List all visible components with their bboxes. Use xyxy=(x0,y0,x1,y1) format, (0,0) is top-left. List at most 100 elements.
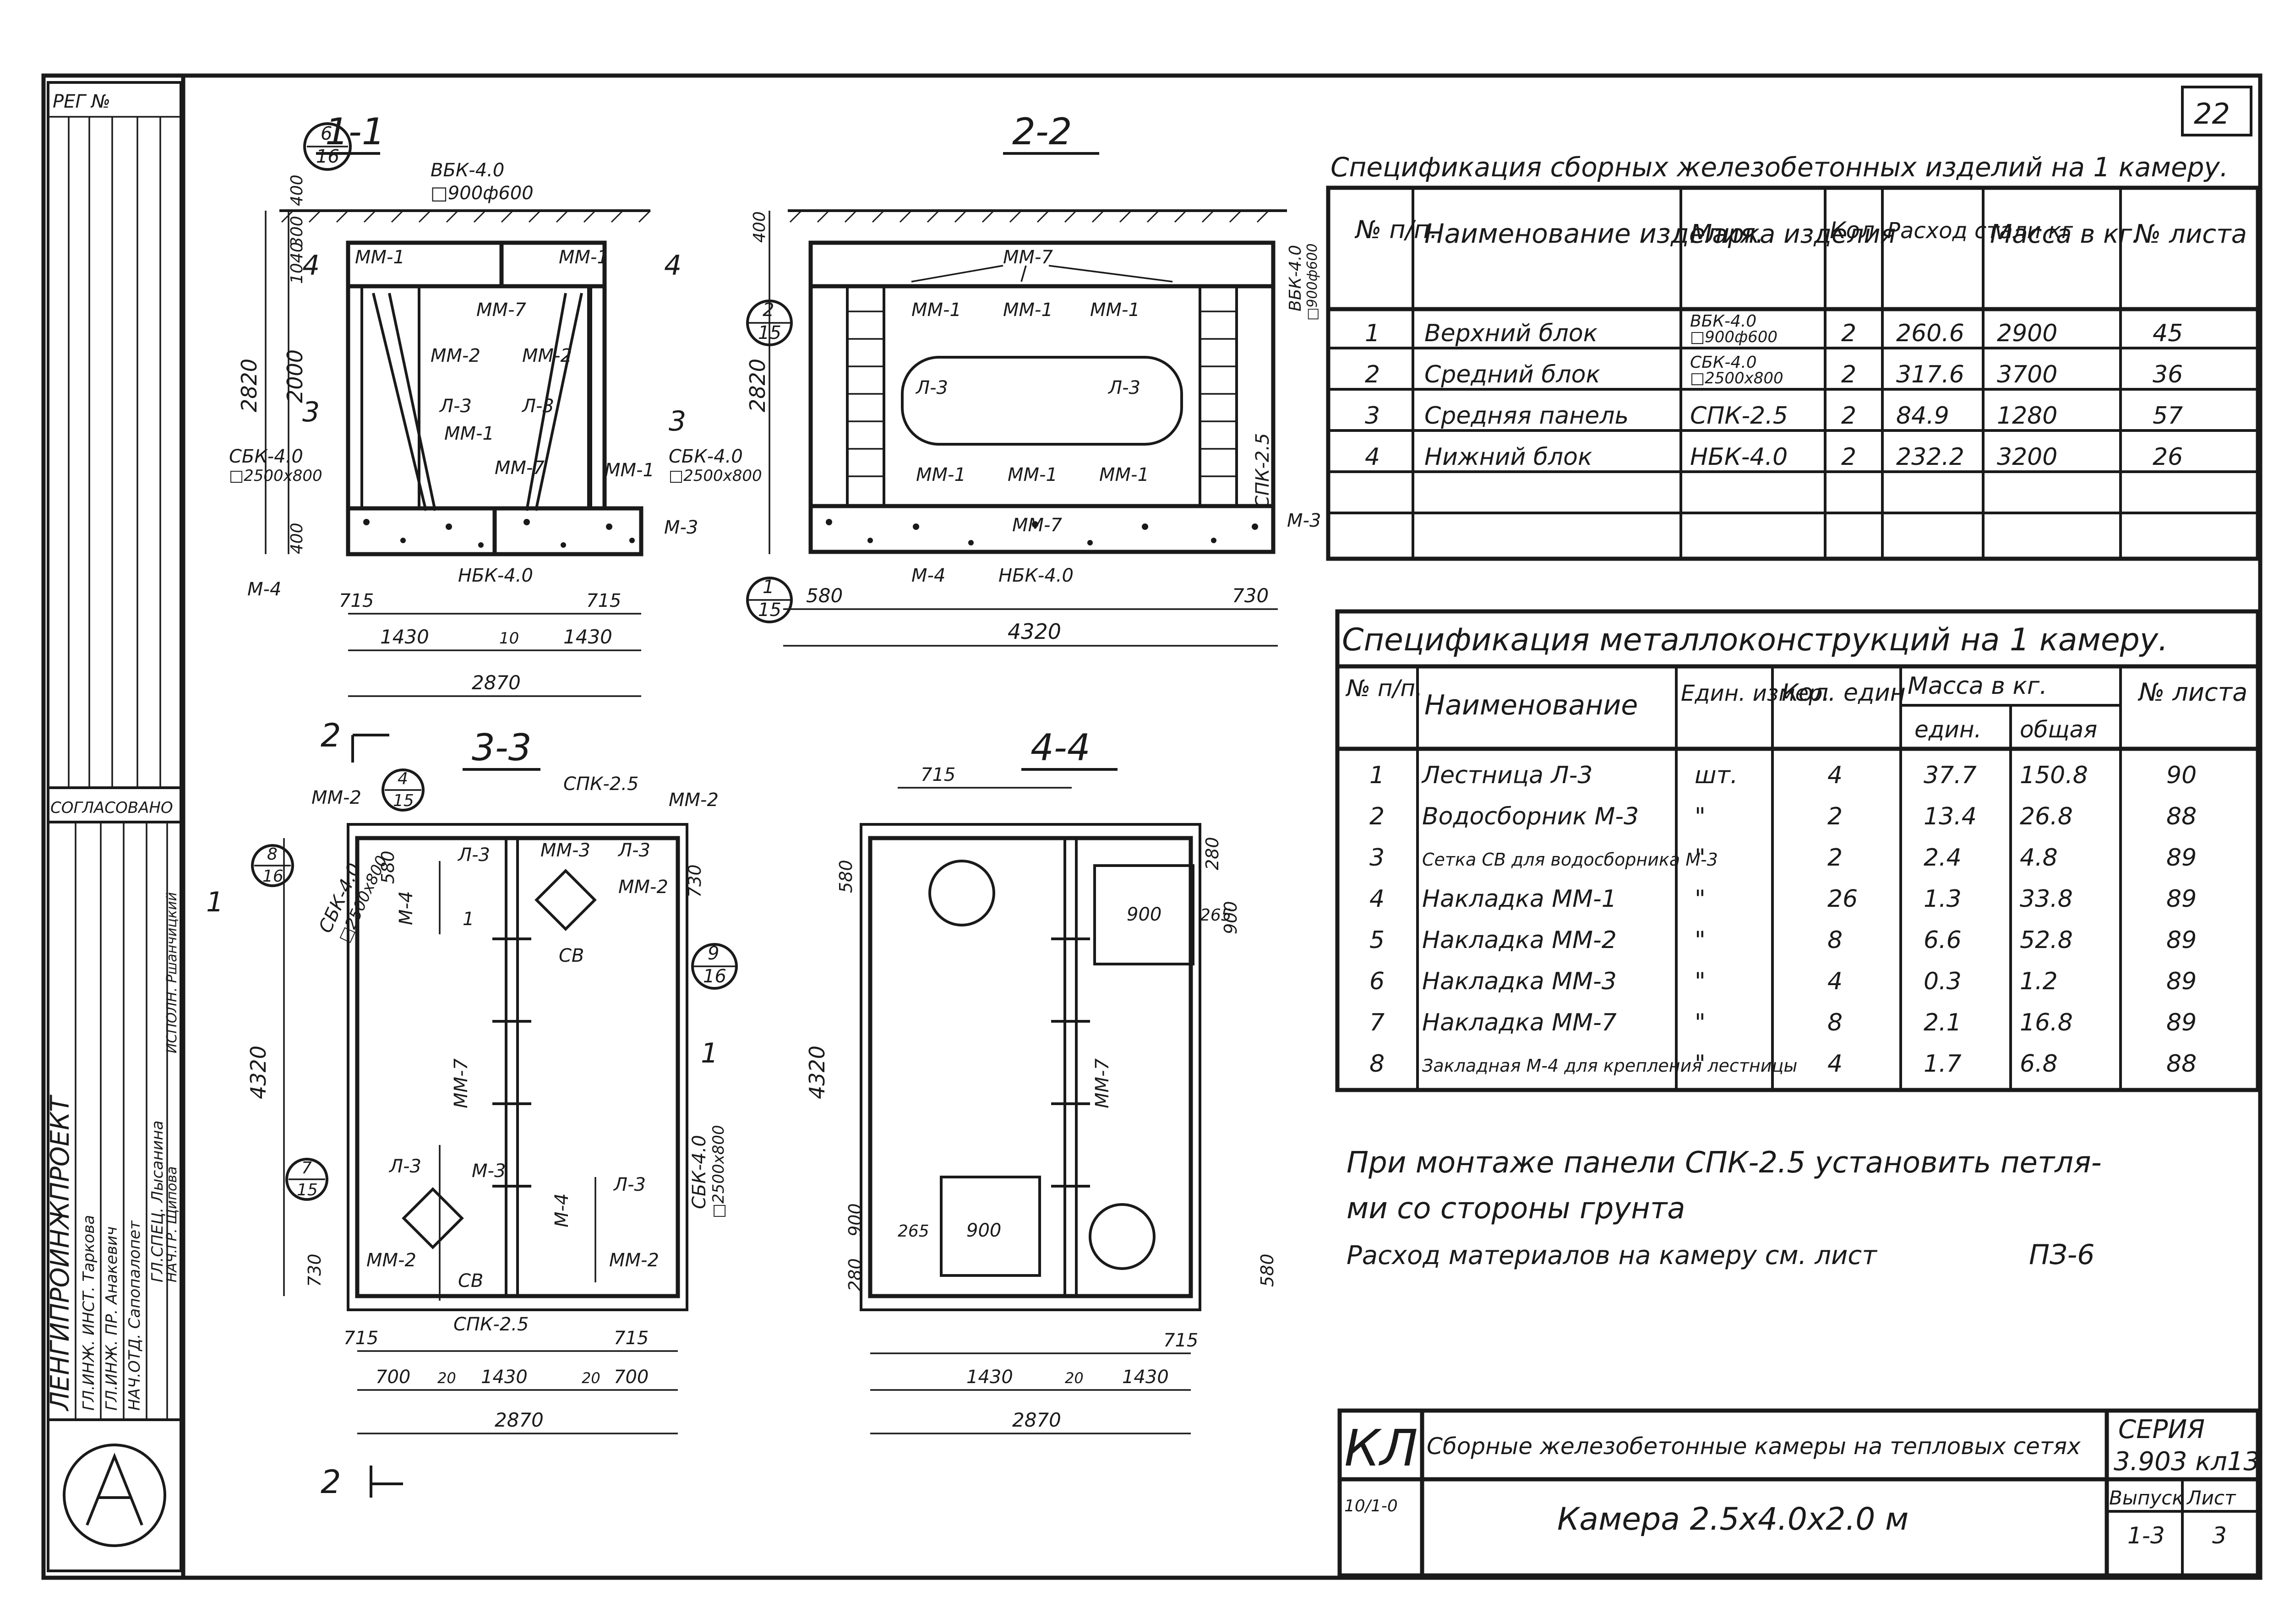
institute-logo xyxy=(63,1444,166,1547)
cut-4-left: 4 xyxy=(302,250,320,282)
label-mm7-44: ММ-7 xyxy=(1092,1058,1113,1108)
label-m4-22: М-4 xyxy=(911,565,945,586)
dim-715-a: 715 xyxy=(339,590,374,611)
dim-580-44b: 580 xyxy=(1257,1253,1277,1287)
dim-580-33: 580 xyxy=(378,850,398,884)
label-mm1-22d: ММ-1 xyxy=(916,464,966,485)
spec2-cell: 6.6 xyxy=(1924,926,1962,954)
cut-1-right: 1 xyxy=(701,1037,718,1069)
spec1-h-mass: Масса в кг. xyxy=(1990,219,2140,249)
label-mm2-33d: ММ-2 xyxy=(366,1250,416,1271)
label-mm2-b: ММ-2 xyxy=(522,345,572,366)
label-mm2-33c: ММ-2 xyxy=(618,877,668,898)
dim-2870-11: 2870 xyxy=(472,671,521,694)
note-line-2: ми со стороны грунта xyxy=(1347,1192,1685,1226)
dim-20-44: 20 xyxy=(1065,1369,1084,1387)
title-description: Сборные железобетонные камеры на тепловы… xyxy=(1427,1433,2081,1460)
spec2-h-unit-mass: един. xyxy=(1914,716,1981,743)
spec2-title: Спецификация металлоконструкций на 1 кам… xyxy=(1342,622,2168,658)
notes: При монтаже панели СПК-2.5 установить пе… xyxy=(1347,1146,2102,1271)
dim-700-33a: 700 xyxy=(376,1367,410,1388)
stamp-institute: ЛЕНГИПРОИНЖПРОЕКТ xyxy=(45,1095,75,1411)
spec1-h-sheet: № листа xyxy=(2133,219,2247,249)
dim-715-33b: 715 xyxy=(614,1328,649,1349)
sheet-number: 22 xyxy=(2194,97,2230,131)
left-stamp: РЕГ № СОГЛАСОВАНО ЛЕНГИПРОИНЖПРОЕКТ ГЛ.И… xyxy=(45,81,182,1572)
spec2-h-mass: Масса в кг. xyxy=(1908,672,2047,700)
spec1-cell: □2500х800 xyxy=(1690,369,1783,387)
spec2-cell: 0.3 xyxy=(1924,968,1962,995)
spec2-cell: 150.8 xyxy=(2020,762,2088,789)
label-mm1-a: ММ-1 xyxy=(355,247,405,268)
label-sv-33a: СВ xyxy=(559,945,584,966)
dim-900-44d: 900 xyxy=(966,1220,1001,1241)
label-mm1-c: ММ-1 xyxy=(444,423,494,444)
label-mm7-b: ММ-7 xyxy=(495,458,545,479)
dim-900-44c: 900 xyxy=(845,1203,865,1237)
dim-730-22: 730 xyxy=(1232,584,1269,607)
spec1-cell: Средняя панель xyxy=(1424,402,1629,430)
spec1-cell: ВБК-4.0 xyxy=(1690,312,1756,331)
section-4-4: 4-4 ММ-7 715 580 280 900 265 900 4320 90… xyxy=(805,726,1277,1434)
section-3-3: 3-3 2 2 ММ-2 СПК-2.5 ММ-2 Л-3 ММ-3 Л-3 М… xyxy=(206,717,738,1501)
spec2-cell: 89 xyxy=(2166,885,2197,913)
label-mm1-22b: ММ-1 xyxy=(1003,300,1053,321)
dim-400-bot: 400 xyxy=(288,523,306,554)
spec2-cell: Водосборник М-3 xyxy=(1422,803,1639,830)
spec2-cell: 16.8 xyxy=(2020,1009,2073,1036)
label-mm2-a: ММ-2 xyxy=(431,345,480,366)
spec2-cell: 37.7 xyxy=(1924,762,1977,789)
cut-4-right: 4 xyxy=(664,250,682,282)
spec2-cell: шт. xyxy=(1695,762,1738,789)
dim-2870-44: 2870 xyxy=(1012,1409,1061,1431)
note-line-1: При монтаже панели СПК-2.5 установить пе… xyxy=(1347,1146,2102,1180)
dim-715-44b: 715 xyxy=(1163,1330,1198,1351)
spec1-cell: 84.9 xyxy=(1896,402,1949,430)
dim-300: 300 xyxy=(288,216,306,247)
label-mm2-33e: ММ-2 xyxy=(609,1250,659,1271)
cut-3-right: 3 xyxy=(669,405,686,437)
label-mm1-22e: ММ-1 xyxy=(1008,464,1058,485)
spec1-cell: 1 xyxy=(1365,320,1380,347)
label-mm7-a: ММ-7 xyxy=(476,300,526,321)
label-mm1-b: ММ-1 xyxy=(559,247,609,268)
spec2-cell: Накладка ММ-7 xyxy=(1422,1009,1617,1036)
spec2-cell: 26 xyxy=(1827,885,1858,913)
spec2-cell: 8 xyxy=(1827,1009,1843,1036)
dim-1040: 1040 xyxy=(288,242,306,284)
dim-265-44b: 265 xyxy=(898,1222,929,1241)
callout-2-top: 2 xyxy=(763,300,774,321)
spec2-cell: 1.3 xyxy=(1924,885,1962,913)
dim-2000: 2000 xyxy=(283,349,307,403)
dim-2820-22: 2820 xyxy=(745,359,770,412)
spec2-cell: Накладка ММ-2 xyxy=(1422,926,1617,954)
spec1-cell: 2 xyxy=(1841,320,1856,347)
spec2-cell: 4 xyxy=(1369,885,1385,913)
cut-2-top: 2 xyxy=(321,717,341,754)
spec2-cell: 1 xyxy=(1369,762,1385,789)
spec2-cell: 1.7 xyxy=(1924,1050,1962,1078)
callout-7-bot: 15 xyxy=(297,1181,318,1199)
dim-400-top: 400 xyxy=(288,174,306,206)
dim-730-33b: 730 xyxy=(305,1253,325,1287)
section-1-1: 1-1 6 16 ВБК-4.0 □900ф600 ММ-1 ММ-1 xyxy=(229,110,793,697)
stamp-line-2: ГЛ.ИНЖ. ПР. Анакевич xyxy=(103,1226,121,1411)
dim-4320-22: 4320 xyxy=(1008,619,1061,644)
dim-700-33b: 700 xyxy=(614,1367,649,1388)
label-l3-22a: Л-3 xyxy=(915,377,948,398)
spec2-cell: " xyxy=(1695,968,1706,995)
spec1-cell: 232.2 xyxy=(1896,443,1964,471)
spec1-cell: СБК-4.0 xyxy=(1690,353,1757,372)
spec2-cell: Сетка СВ для водосборника М-3 xyxy=(1422,850,1718,870)
label-spk-22: СПК-2.5 xyxy=(1252,433,1273,508)
label-m3-22: М-3 xyxy=(1287,510,1321,531)
spec1-cell: Верхний блок xyxy=(1424,320,1598,347)
title-block: КЛ Сборные железобетонные камеры на тепл… xyxy=(1337,1408,2260,1578)
callout-4-bot: 15 xyxy=(393,791,414,810)
callout-1-top: 1 xyxy=(763,577,774,598)
label-mm1-22a: ММ-1 xyxy=(911,300,961,321)
dim-730-33a: 730 xyxy=(685,864,705,898)
spec1-cell: СПК-2.5 xyxy=(1690,402,1788,430)
label-mm7-22b: ММ-7 xyxy=(1012,515,1062,536)
